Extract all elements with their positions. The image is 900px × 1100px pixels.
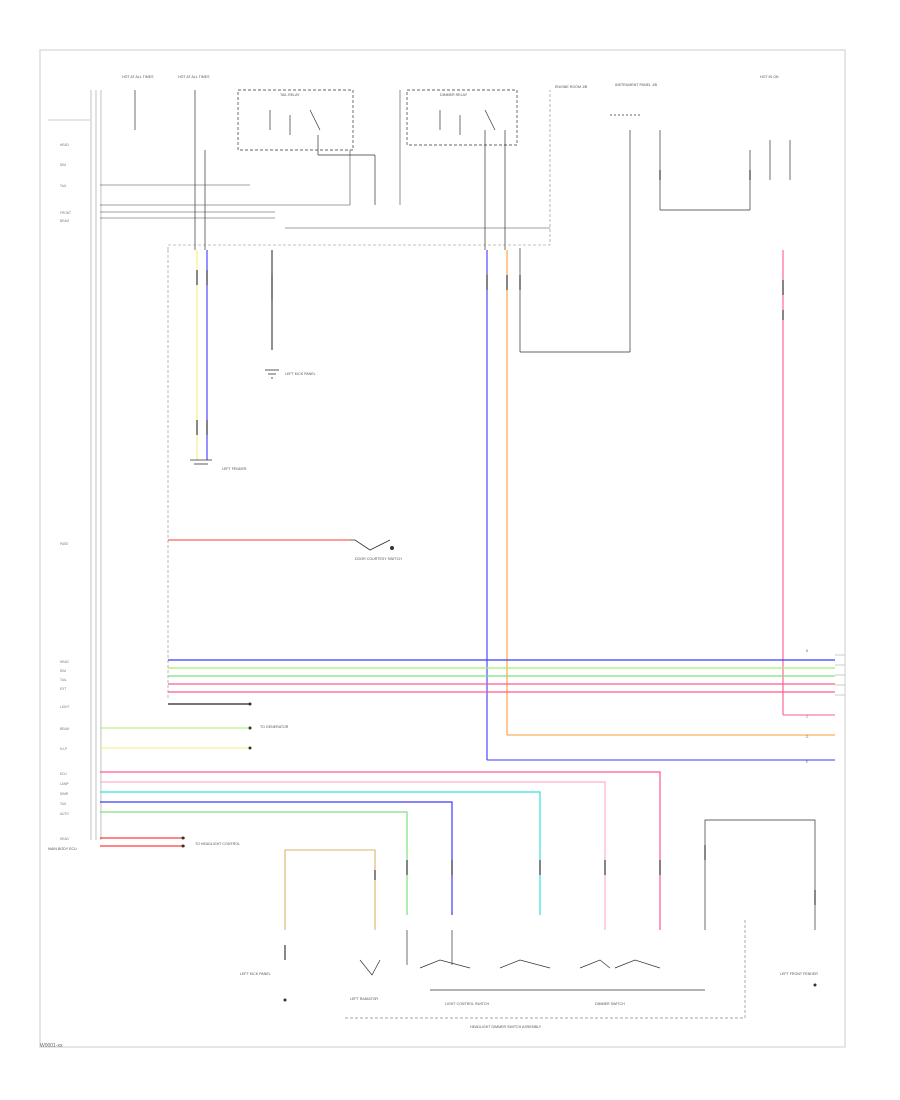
pin-label: EXT [60, 687, 66, 691]
jb-a-label: ENGINE ROOM J/B [555, 85, 588, 89]
fuse-right-label: HOT IN ON [760, 75, 779, 79]
switch-assembly-label: HEADLIGHT DIMMER SWITCH ASSEMBLY [470, 1025, 542, 1029]
ground-symbol-2 [190, 459, 212, 465]
pin-label: BEAM [60, 727, 69, 731]
lower-left-outputs [100, 727, 250, 749]
ecu-label: MAIN BODY ECU [48, 847, 77, 851]
relay-dimmer-label: DIMMER RELAY [440, 93, 468, 97]
pin-label: TAIL [60, 802, 67, 806]
pin-label: AUTO [60, 812, 69, 816]
to-generator-label: TO GENERATOR [260, 725, 289, 729]
courtesy-switch-wire [168, 539, 394, 551]
right-lower-circuit [704, 819, 816, 930]
relay-dimmer [406, 89, 518, 250]
ground-1-label: LEFT KICK PANEL [285, 372, 316, 376]
fuse-feeds [134, 90, 206, 250]
hl-control-label: TO HEADLIGHT CONTROL [195, 842, 240, 846]
pin-label: DIMR [60, 792, 69, 796]
pin-label: LIGHT [60, 705, 69, 709]
ecu-left-bus [48, 90, 102, 840]
pin-label: HEAD [60, 143, 70, 147]
top-buses [100, 90, 550, 229]
connector-ticks [196, 170, 816, 960]
right-connector-stubs [835, 654, 845, 696]
relay-tail [237, 89, 376, 205]
pin-label: PASS [60, 542, 68, 546]
dimmer-switch-label: DIMMER SWITCH [595, 1002, 625, 1006]
horizontal-harness [168, 659, 835, 705]
relay-tail-label: TAIL RELAY [280, 93, 300, 97]
conn-label: C [806, 715, 809, 719]
pin-label: DIM [60, 163, 66, 167]
radiator-label: LEFT RADIATOR [350, 997, 378, 1001]
left-pin-labels: HEAD DIM TAIL FRONT BEAM PASS HEAD DIM T… [60, 143, 71, 841]
conn-label: B [806, 649, 808, 653]
conn-label: D [806, 735, 809, 739]
fuse-mid-label: HOT AT ALL TIMES [178, 75, 210, 79]
page-footer-id: W0001-xx [40, 1043, 63, 1049]
pin-label: FRONT [60, 211, 71, 215]
right-ground-label: LEFT FRONT FENDER [780, 972, 818, 976]
pin-label: H-LP [60, 747, 67, 751]
fuse-left-label: HOT AT ALL TIMES [122, 75, 154, 79]
light-control-switch-label: LIGHT CONTROL SWITCH [445, 1002, 490, 1006]
pin-label: DIM [60, 669, 66, 673]
right-top-components [519, 114, 791, 353]
ground-2-label: LEFT FENDER [222, 467, 247, 471]
pin-label: ECU [60, 772, 67, 776]
pin-label: LAMP [60, 782, 69, 786]
pin-label: BEAM [60, 219, 69, 223]
left-ground-label: LEFT KICK PANEL [240, 972, 271, 976]
terminal-dots [181, 702, 817, 1002]
pin-label: TAIL [60, 184, 67, 188]
ground-symbol-1 [265, 369, 279, 379]
tan-wire-loop [284, 849, 376, 930]
jb-b-label: INSTRUMENT PANEL J/B [615, 83, 658, 87]
switch-assembly [345, 920, 746, 1019]
courtesy-switch-label: DOOR COURTESY SWITCH [355, 557, 402, 561]
pin-label: HEAD [60, 660, 70, 664]
jb-boundary [167, 90, 551, 700]
diagram-frame [39, 49, 846, 1048]
pin-label: TAIL [60, 678, 67, 682]
pin-label: HEAD [60, 837, 70, 841]
conn-label: E [806, 760, 808, 764]
